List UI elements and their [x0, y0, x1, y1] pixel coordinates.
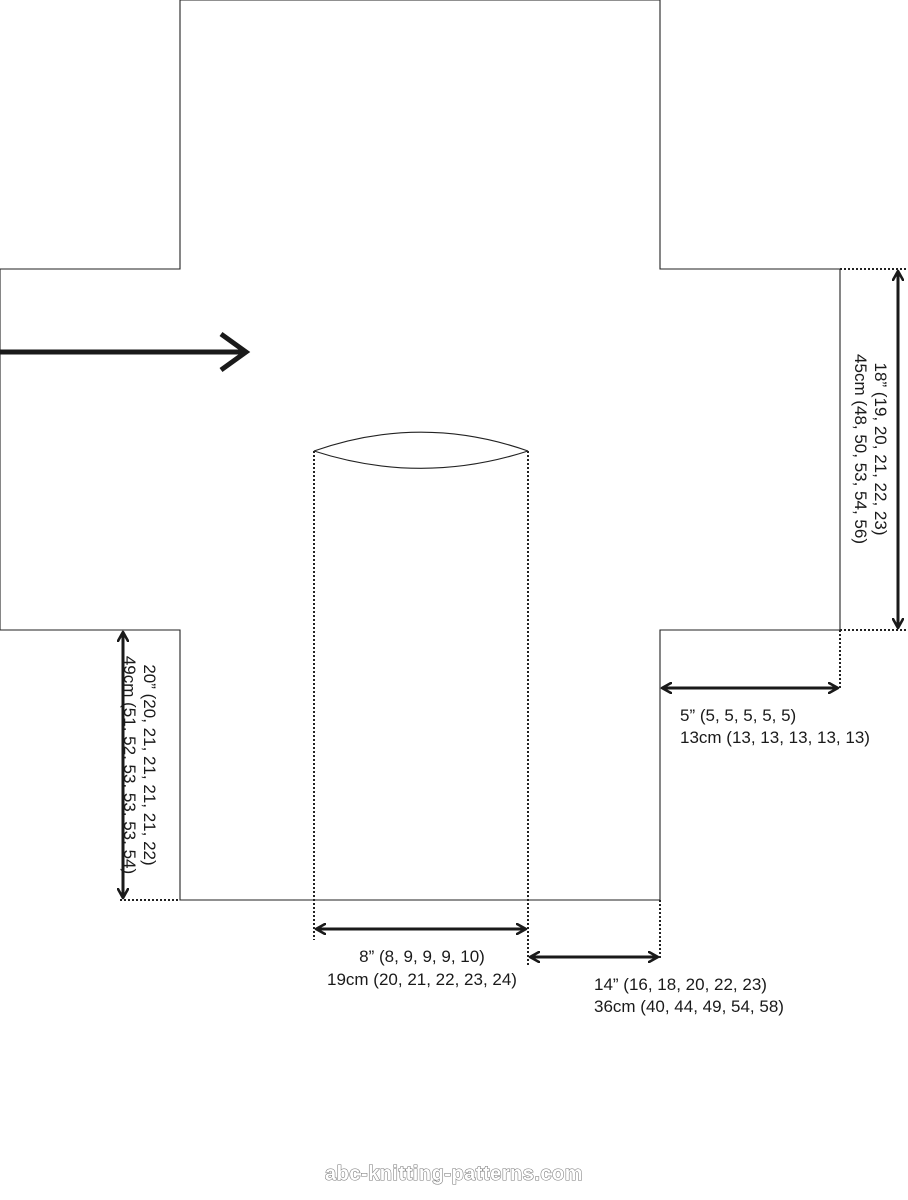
sleeve-width-label-cm: 45cm (48, 50, 53, 54, 56) — [851, 354, 870, 544]
body-length-label-inches: 20” (20, 21, 21, 21, 21, 22) — [140, 664, 159, 865]
sleeve-width-label-inches: 18” (19, 20, 21, 22, 23) — [871, 363, 890, 536]
front-opening-label-inches: 8” (8, 9, 9, 9, 10) — [359, 947, 485, 966]
front-panel-label-cm: 36cm (40, 44, 49, 54, 58) — [594, 997, 784, 1016]
watermark-text: abc-knitting-patterns.com — [325, 1163, 583, 1185]
neck-opening-lower-curve — [313, 450, 529, 469]
sleeve-length-label-cm: 13cm (13, 13, 13, 13, 13) — [680, 728, 870, 747]
guide-lines — [120, 268, 906, 966]
right-arrow-icon — [0, 331, 251, 373]
front-panel-label-inches: 14” (16, 18, 20, 22, 23) — [594, 975, 767, 994]
neck-opening-upper-curve — [313, 431, 529, 452]
front-opening-label-cm: 19cm (20, 21, 22, 23, 24) — [327, 970, 517, 989]
body-length-label-cm: 49cm (51, 52, 53, 53, 53, 54) — [120, 656, 139, 874]
sleeve-length-label-inches: 5” (5, 5, 5, 5, 5) — [680, 706, 796, 725]
